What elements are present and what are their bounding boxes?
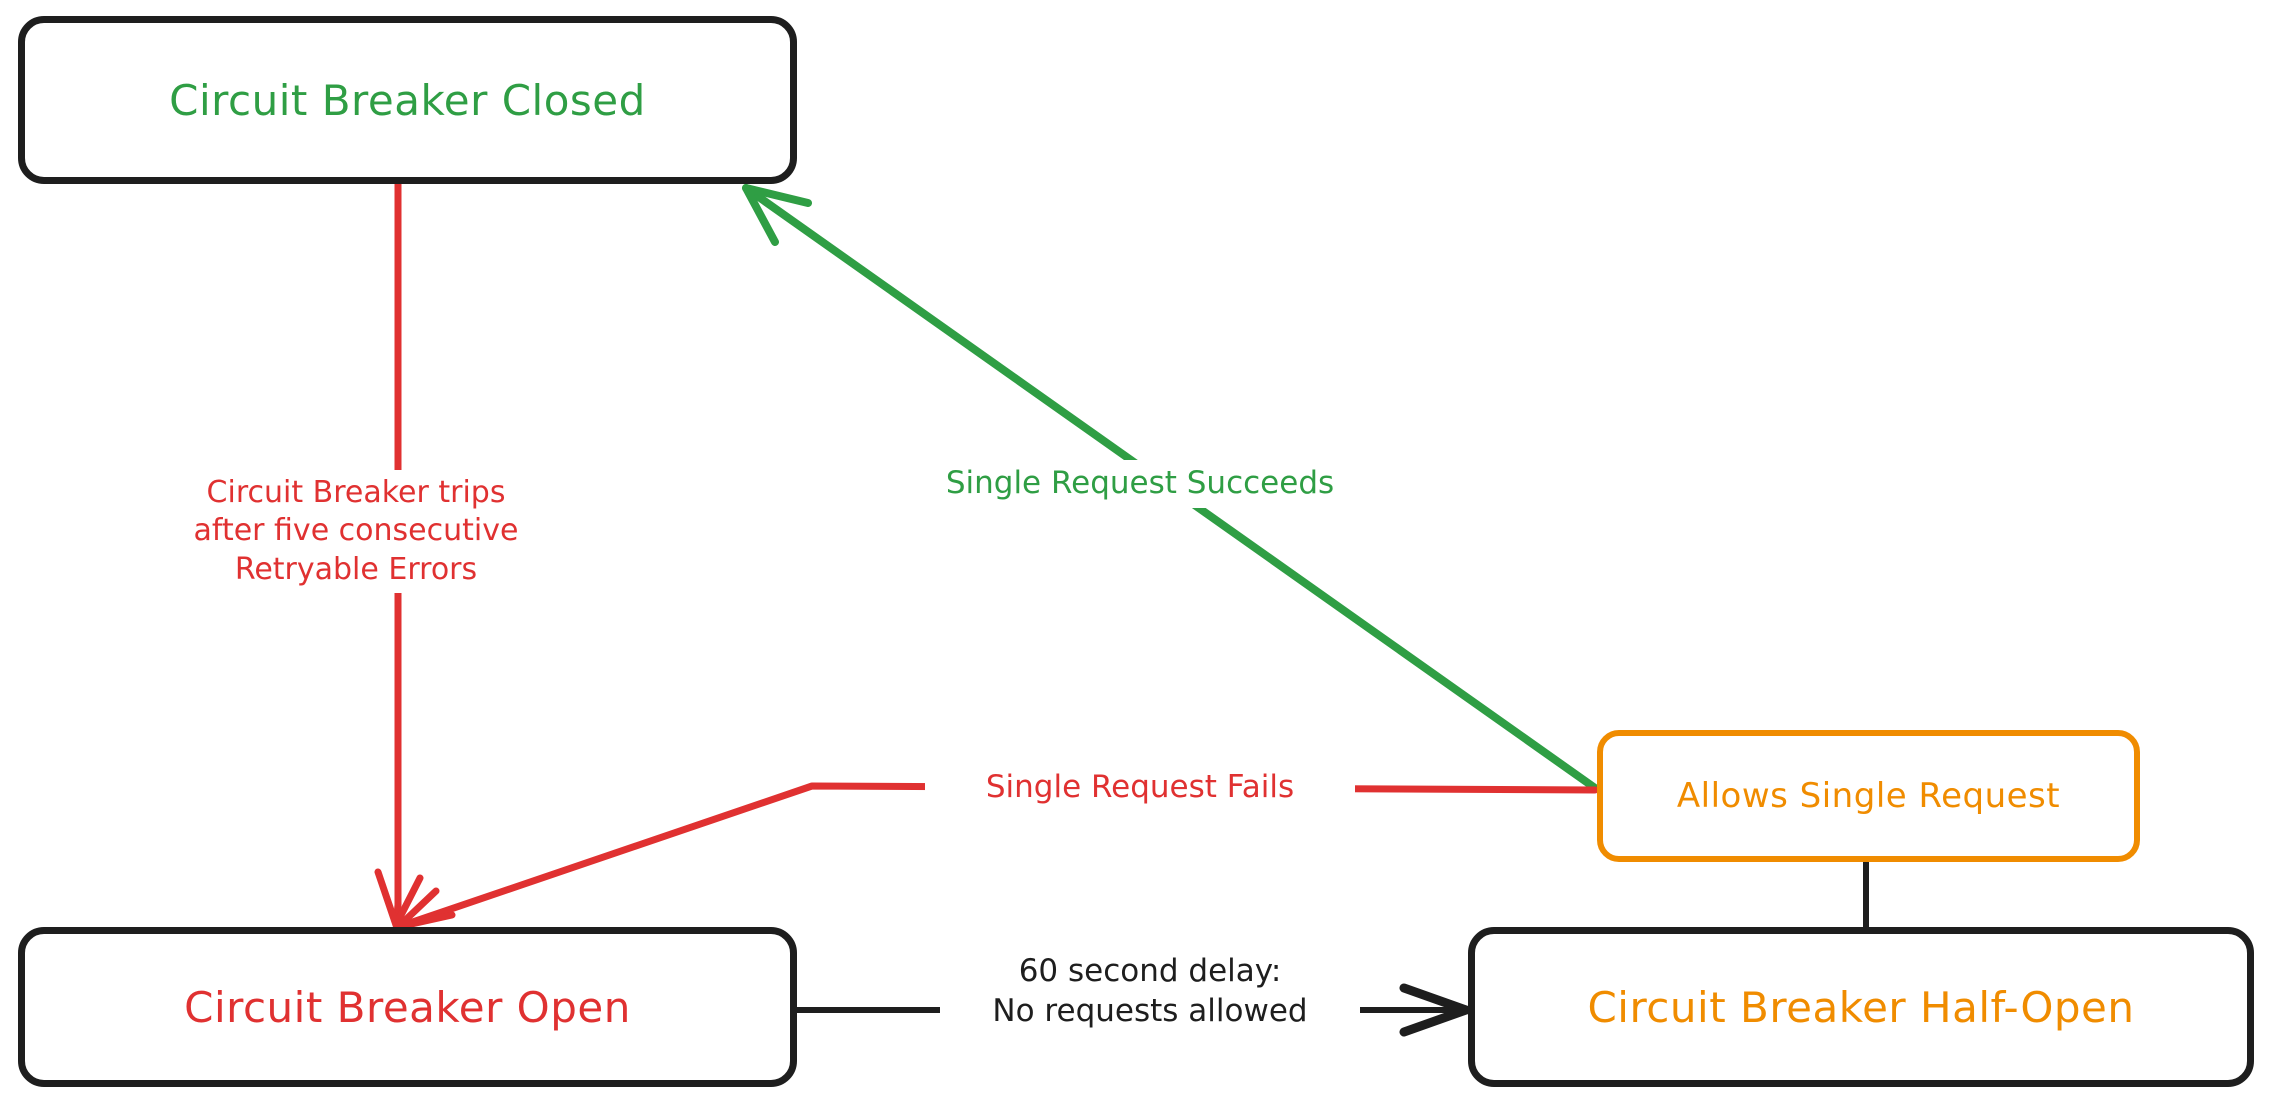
- node-label-allows-single-request: Allows Single Request: [1676, 776, 2061, 816]
- node-circuit-breaker-closed[interactable]: Circuit Breaker Closed: [18, 16, 797, 184]
- edge-label-allows-to-closed: Single Request Succeeds: [880, 460, 1400, 508]
- node-label-closed: Circuit Breaker Closed: [169, 75, 646, 125]
- arrowhead-allows-to-closed: [742, 184, 812, 246]
- edge-closed-to-open: [374, 180, 424, 929]
- edge-label-closed-to-open: Circuit Breaker trips after five consecu…: [146, 470, 566, 594]
- arrowhead-closed-to-open: [374, 868, 424, 929]
- node-circuit-breaker-open[interactable]: Circuit Breaker Open: [18, 927, 797, 1087]
- node-label-open: Circuit Breaker Open: [184, 982, 631, 1032]
- node-circuit-breaker-half-open[interactable]: Circuit Breaker Half-Open: [1468, 927, 2254, 1087]
- arrowhead-open-to-half-open: [1399, 983, 1471, 1037]
- edge-label-allows-to-open: Single Request Fails: [925, 765, 1355, 811]
- node-label-half-open: Circuit Breaker Half-Open: [1587, 982, 2135, 1032]
- node-allows-single-request[interactable]: Allows Single Request: [1597, 730, 2140, 862]
- edge-label-open-to-half-open: 60 second delay: No requests allowed: [940, 950, 1360, 1034]
- arrowhead-allows-to-open: [394, 887, 456, 931]
